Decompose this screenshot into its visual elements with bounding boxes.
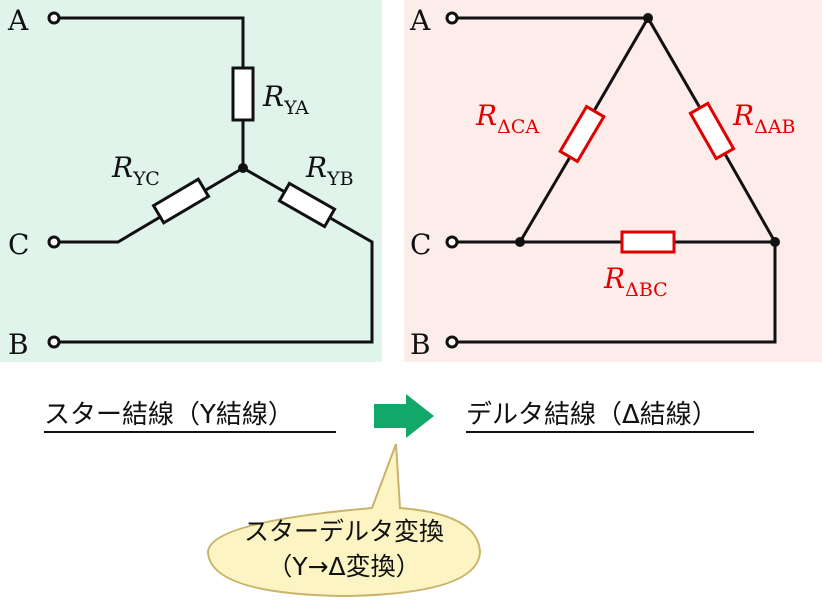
label-r-delta-bc-symbol: R (603, 262, 625, 295)
star-caption: スター結線（Y結線） (44, 400, 294, 430)
delta-node-c (515, 237, 525, 247)
resistor-delta-bc (620, 230, 676, 254)
star-panel-background (0, 0, 382, 362)
star-terminal-label-b: B (8, 328, 29, 361)
resistor-yc (151, 177, 211, 225)
delta-terminal-a (445, 11, 459, 25)
label-r-delta-ab: RΔAB (732, 99, 796, 138)
delta-terminal-label-c: C (410, 228, 431, 261)
resistor-yb (277, 181, 337, 229)
label-r-delta-ca-symbol: R (475, 99, 497, 132)
label-r-yb: RYB (305, 151, 354, 190)
callout-line-1: スターデルタ変換 (244, 517, 444, 546)
delta-panel-background (404, 0, 822, 362)
label-r-delta-ab-symbol: R (732, 99, 754, 132)
conversion-callout: スターデルタ変換 （Y→Δ変換） (206, 443, 482, 598)
delta-wire-ab-top (645, 15, 703, 111)
label-r-yc-sub: YC (132, 168, 160, 190)
callout-line-2: （Y→Δ変換） (267, 552, 420, 581)
label-r-ya: RYA (262, 80, 309, 119)
delta-terminal-c (445, 235, 459, 249)
resistor-ya (231, 66, 255, 122)
star-terminal-a (47, 11, 61, 25)
label-r-yc-symbol: R (111, 151, 133, 184)
label-r-yb-symbol: R (305, 151, 327, 184)
star-terminal-label-c: C (8, 228, 29, 261)
label-r-delta-ca: RΔCA (475, 99, 539, 138)
star-wire-a (54, 16, 245, 70)
label-r-ya-sub: YA (283, 97, 309, 119)
delta-wire-ca-bottom (517, 154, 573, 245)
star-panel: A C B RYA RYC RYB (0, 0, 382, 362)
delta-wire-b (454, 240, 777, 344)
resistor-delta-ca (558, 104, 606, 164)
delta-terminal-label-b: B (410, 328, 431, 361)
label-r-delta-ca-sub: ΔCA (497, 116, 539, 138)
delta-node-a (643, 13, 653, 23)
label-r-yc: RYC (111, 151, 160, 190)
delta-panel: A C B RΔCA RΔAB RΔBC (404, 0, 822, 362)
star-center-node (238, 163, 248, 173)
label-r-ya-symbol: R (262, 80, 284, 113)
delta-terminal-b (445, 335, 459, 349)
star-terminal-c (47, 235, 61, 249)
resistor-delta-ab (688, 101, 736, 161)
star-terminal-b (47, 335, 61, 349)
captions: スター結線（Y結線） デルタ結線（Δ結線） (44, 394, 754, 438)
label-r-delta-bc: RΔBC (603, 262, 668, 301)
right-arrow-icon (374, 394, 434, 438)
delta-wire-ca-top (591, 15, 651, 114)
callout-bubble (206, 443, 482, 598)
delta-wire-ab-bottom (722, 151, 778, 245)
delta-caption: デルタ結線（Δ結線） (466, 400, 718, 430)
delta-node-b (770, 237, 780, 247)
label-r-yb-sub: YB (326, 168, 354, 190)
delta-terminal-label-a: A (409, 4, 431, 37)
label-r-delta-bc-sub: ΔBC (625, 279, 668, 301)
star-terminal-label-a: A (7, 4, 29, 37)
label-r-delta-ab-sub: ΔAB (754, 116, 795, 138)
